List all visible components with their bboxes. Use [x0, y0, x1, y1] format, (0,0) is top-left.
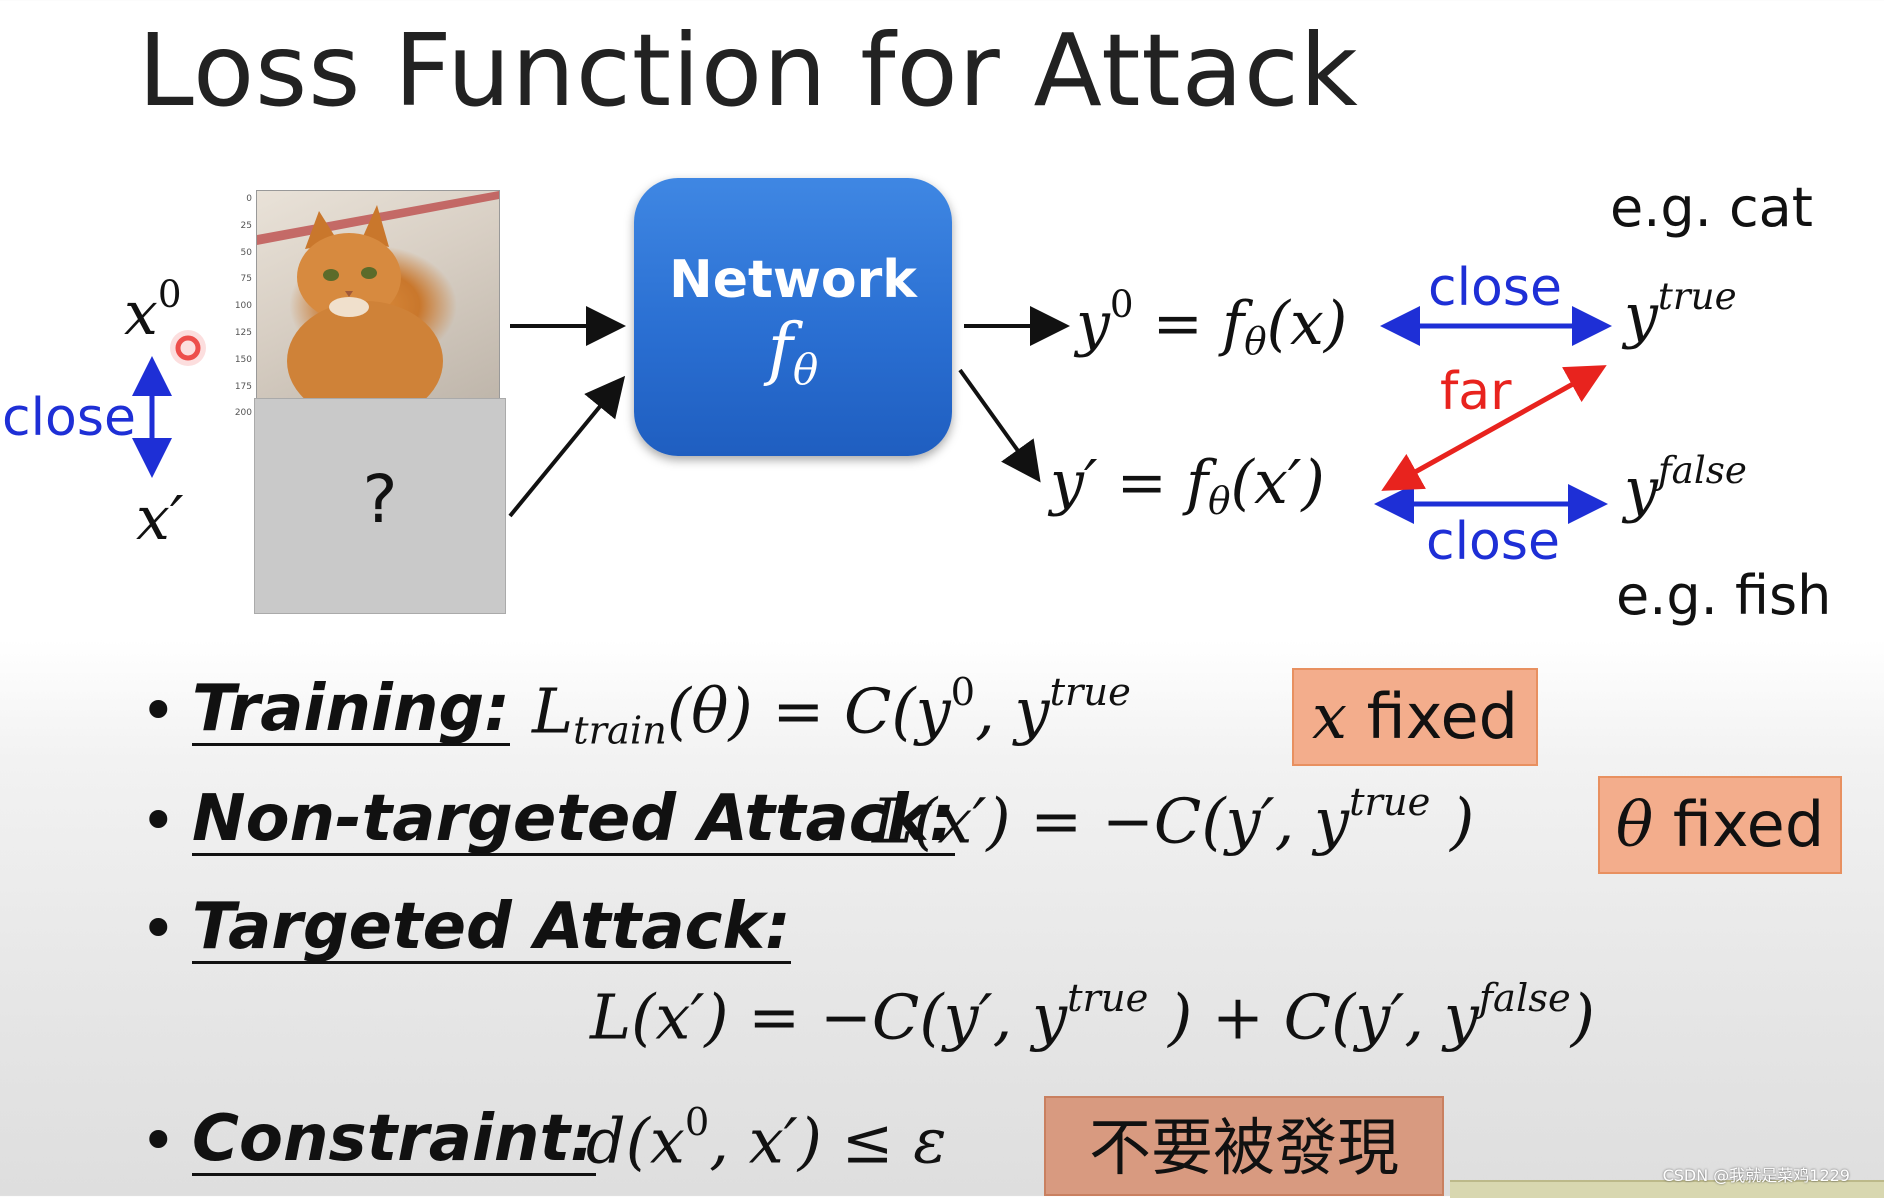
corner-bar [1450, 1180, 1884, 1198]
targeted-label: Targeted Attack: [192, 890, 791, 965]
x-prime-label: x′ [136, 484, 184, 554]
unknown-image: ? [254, 398, 506, 614]
training-formula: Ltrain(θ) = C(y0, ytrue [532, 670, 1131, 754]
constraint-formula: d(x0, x′) ≤ ε [586, 1100, 947, 1178]
arrow-far [1381, 365, 1607, 491]
bullet-dot: • [140, 784, 177, 857]
network-label: Network [669, 250, 917, 310]
far-label: far [1440, 362, 1512, 422]
cat-image [256, 190, 500, 421]
bullet-dot: • [140, 674, 177, 747]
x-fixed-tag: x fixed [1292, 668, 1538, 766]
close-bottom-label: close [1426, 512, 1560, 572]
constraint-label: Constraint: [192, 1102, 596, 1177]
network-box: Network fθ [634, 178, 952, 456]
arrow-image-to-network-bottom [508, 375, 626, 518]
training-label: Training: [192, 672, 510, 747]
undetected-tag: 不要被發現 [1044, 1096, 1444, 1196]
theta-fixed-tag: θ fixed [1598, 776, 1842, 874]
y-true-label: ytrue [1624, 274, 1737, 351]
network-function: fθ [767, 310, 819, 394]
watermark: CSDN @我就是菜鸡1229 [1662, 1166, 1850, 1185]
slide-title: Loss Function for Attack [138, 12, 1359, 129]
eg-fish-label: e.g. fish [1616, 564, 1832, 627]
targeted-formula: L(x′) = −C(y′, ytrue ) + C(y′, yfalse) [590, 976, 1595, 1054]
x0-label: x0 [124, 272, 182, 349]
bullet-dot: • [140, 892, 177, 965]
nontargeted-label: Non-targeted Attack: [192, 782, 955, 857]
y-false-label: yfalse [1624, 448, 1747, 525]
eg-cat-label: e.g. cat [1610, 176, 1813, 239]
nontargeted-formula: L(x′) = −C(y′, ytrue ) [872, 780, 1475, 858]
cursor-marker [175, 335, 201, 361]
cat-illustration [257, 191, 499, 421]
bullet-dot: • [140, 1104, 177, 1177]
close-left-label: close [2, 388, 136, 448]
y0-equation: y0 = fθ(x) [1076, 282, 1348, 364]
close-top-label: close [1428, 258, 1562, 318]
unknown-mark: ? [362, 461, 398, 538]
arrow-network-to-yprime [958, 368, 1041, 483]
yprime-equation: y′ = fθ(x′) [1050, 448, 1325, 523]
